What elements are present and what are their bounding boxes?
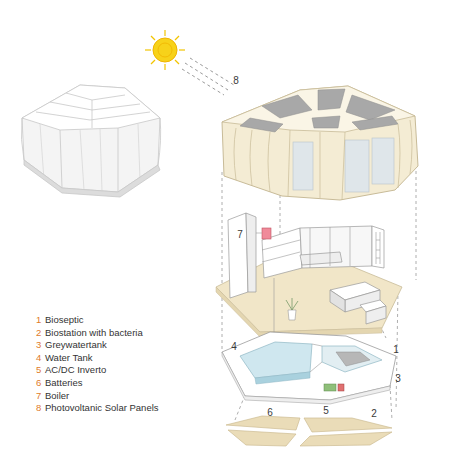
callout-number: 7	[237, 230, 243, 240]
plant	[286, 298, 298, 320]
callout-number: 3	[395, 374, 401, 384]
boiler	[262, 228, 271, 239]
legend-number: 4	[36, 353, 41, 363]
legend-number: 3	[36, 340, 41, 350]
legend-number: 1	[36, 315, 41, 325]
callout-number: 6	[267, 408, 273, 418]
floor-tiles	[226, 416, 392, 446]
legend-text: Boiler	[45, 391, 69, 401]
legend-text: Bioseptic	[45, 315, 84, 325]
legend-text: Water Tank	[45, 353, 93, 363]
legend-text: Photovoltanic Solar Panels	[45, 403, 159, 413]
legend-number: 6	[36, 378, 41, 388]
legend-number: 5	[36, 365, 41, 375]
pod-render	[21, 85, 160, 197]
legend-number: 8	[36, 403, 41, 413]
legend-number: 7	[36, 391, 41, 401]
legend-text: Biostation with bacteria	[45, 328, 143, 338]
sun	[145, 30, 234, 95]
legend-text: AC/DC Inverto	[45, 365, 106, 375]
interior	[216, 213, 402, 345]
legend-text: Batteries	[45, 378, 83, 388]
legend-text: Greywatertank	[45, 340, 107, 350]
callout-number: 8	[233, 76, 239, 86]
callout-number: 4	[231, 342, 237, 352]
callout-number: 5	[323, 406, 329, 416]
callout-number: 1	[393, 345, 399, 355]
legend-number: 2	[36, 328, 41, 338]
tank-level	[222, 332, 396, 404]
callout-number: 2	[371, 409, 377, 419]
roof-pod	[222, 86, 418, 200]
